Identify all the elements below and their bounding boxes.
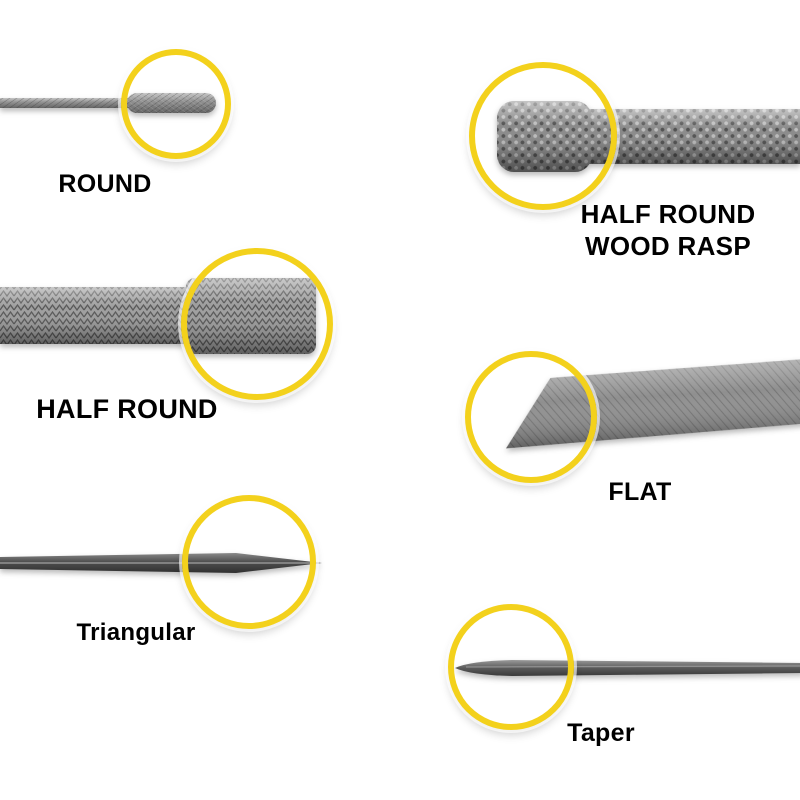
triangular-label: Triangular	[76, 619, 196, 646]
wood-rasp-label: HALF ROUND WOOD RASP	[580, 199, 756, 261]
triangular-magnifier-circle	[182, 495, 316, 629]
flat-magnifier-circle	[465, 351, 597, 483]
wood-rasp-magnifier-circle	[469, 62, 617, 210]
round-magnifier-circle	[121, 49, 231, 159]
taper-label: Taper	[567, 719, 635, 747]
round-label: ROUND	[58, 170, 152, 198]
half-round-magnifier-circle	[181, 248, 333, 400]
flat-label: FLAT	[608, 478, 672, 506]
half-round-label: HALF ROUND	[36, 394, 218, 424]
taper-magnifier-circle	[448, 604, 574, 730]
